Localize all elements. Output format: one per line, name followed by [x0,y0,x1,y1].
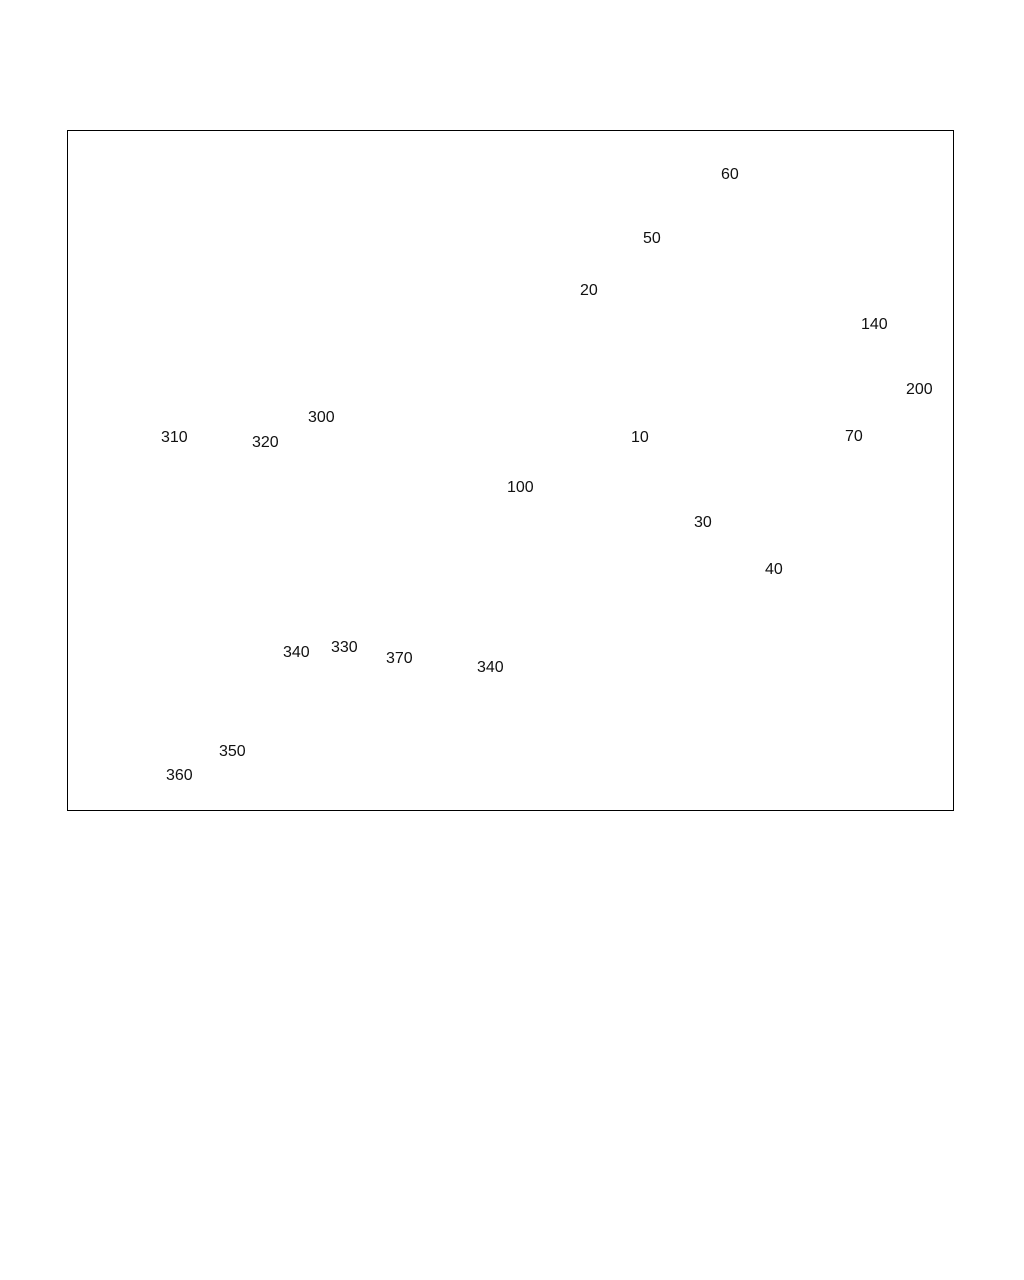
callout-70[interactable]: 70 [845,428,863,445]
callout-320[interactable]: 320 [252,434,279,451]
callout-310[interactable]: 310 [161,429,188,446]
callout-350[interactable]: 350 [219,743,246,760]
callout-200[interactable]: 200 [906,381,933,398]
callout-40[interactable]: 40 [765,561,783,578]
callout-340-left[interactable]: 340 [283,644,310,661]
callout-10[interactable]: 10 [631,429,649,446]
diagram-frame [67,130,954,811]
callout-360[interactable]: 360 [166,767,193,784]
callout-300[interactable]: 300 [308,409,335,426]
callout-60[interactable]: 60 [721,166,739,183]
callout-50[interactable]: 50 [643,230,661,247]
callout-20[interactable]: 20 [580,282,598,299]
callout-370[interactable]: 370 [386,650,413,667]
callout-140[interactable]: 140 [861,316,888,333]
callout-100[interactable]: 100 [507,479,534,496]
callout-30[interactable]: 30 [694,514,712,531]
callout-340-right[interactable]: 340 [477,659,504,676]
callout-330[interactable]: 330 [331,639,358,656]
